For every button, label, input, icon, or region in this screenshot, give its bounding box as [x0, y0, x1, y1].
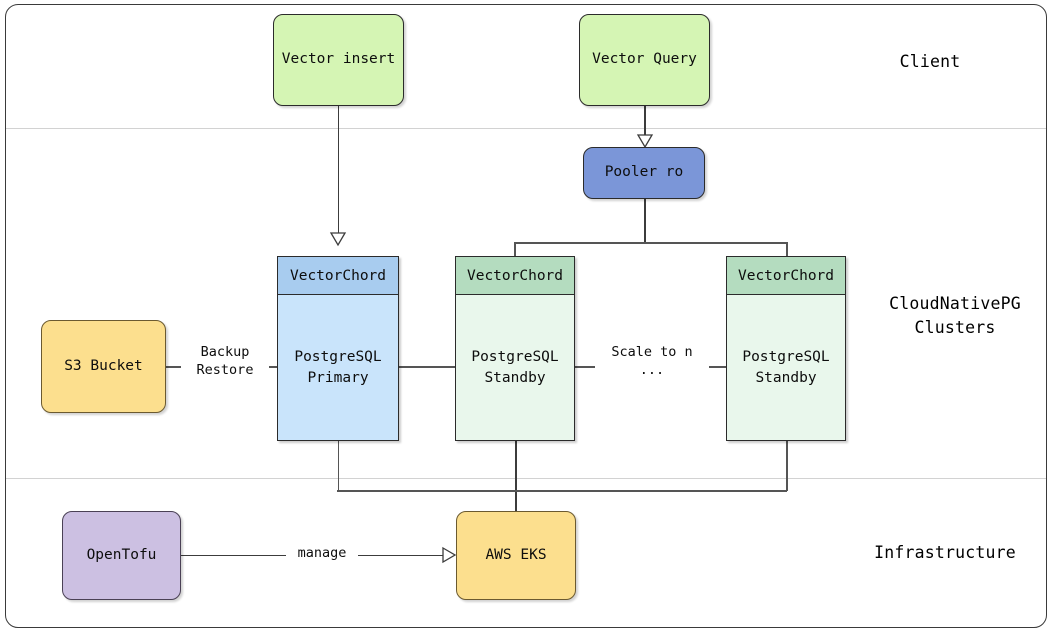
node-aws-eks[interactable]: AWS EKS [456, 511, 576, 600]
cluster-body-postgresql-standby-1: PostgreSQL Standby [456, 295, 574, 440]
node-s3-bucket[interactable]: S3 Bucket [41, 320, 166, 413]
connector-standby-n-down [786, 441, 788, 491]
divider-clusters-infrastructure [6, 478, 1046, 479]
connector-pooler-bus [514, 242, 787, 244]
connector-bus-to-standby-n [786, 242, 788, 258]
edge-label-scale-to-n: Scale to n ... [595, 343, 709, 380]
cluster-postgresql-primary[interactable]: VectorChord PostgreSQL Primary [277, 256, 399, 441]
cluster-header-vectorchord-standby-1: VectorChord [456, 257, 574, 295]
connector-query-to-pooler [644, 106, 646, 136]
cluster-header-vectorchord-standby-n: VectorChord [727, 257, 845, 295]
arrowhead-insert-to-primary [329, 232, 347, 247]
connector-insert-to-primary [337, 106, 340, 234]
arrowhead-query-to-pooler [636, 134, 653, 149]
zone-label-client: Client [899, 52, 961, 71]
cluster-header-vectorchord-primary: VectorChord [278, 257, 398, 295]
connector-clusters-to-eks-bus [337, 490, 787, 492]
arrowhead-opentofu-to-eks [442, 546, 457, 564]
node-opentofu[interactable]: OpenTofu [62, 511, 181, 600]
node-pooler-ro[interactable]: Pooler ro [583, 147, 705, 199]
node-vector-insert[interactable]: Vector insert [273, 14, 404, 106]
zone-label-cloudnativepg-clusters: CloudNativePG Clusters [889, 294, 1021, 337]
cluster-body-postgresql-primary: PostgreSQL Primary [278, 295, 398, 440]
connector-bus-to-standby-1 [514, 242, 516, 258]
cluster-body-postgresql-standby-n: PostgreSQL Standby [727, 295, 845, 440]
cluster-postgresql-standby-1[interactable]: VectorChord PostgreSQL Standby [455, 256, 575, 441]
edge-label-manage: manage [286, 544, 358, 563]
node-vector-query[interactable]: Vector Query [579, 14, 710, 106]
connector-primary-to-standby [399, 366, 455, 368]
cluster-postgresql-standby-n[interactable]: VectorChord PostgreSQL Standby [726, 256, 846, 441]
connector-standby-1-down [515, 441, 517, 514]
connector-primary-down [337, 441, 340, 491]
divider-client-clusters [6, 128, 1046, 129]
edge-label-backup-restore: Backup Restore [181, 343, 269, 380]
connector-pooler-down [644, 199, 646, 243]
zone-label-infrastructure: Infrastructure [874, 543, 1016, 562]
